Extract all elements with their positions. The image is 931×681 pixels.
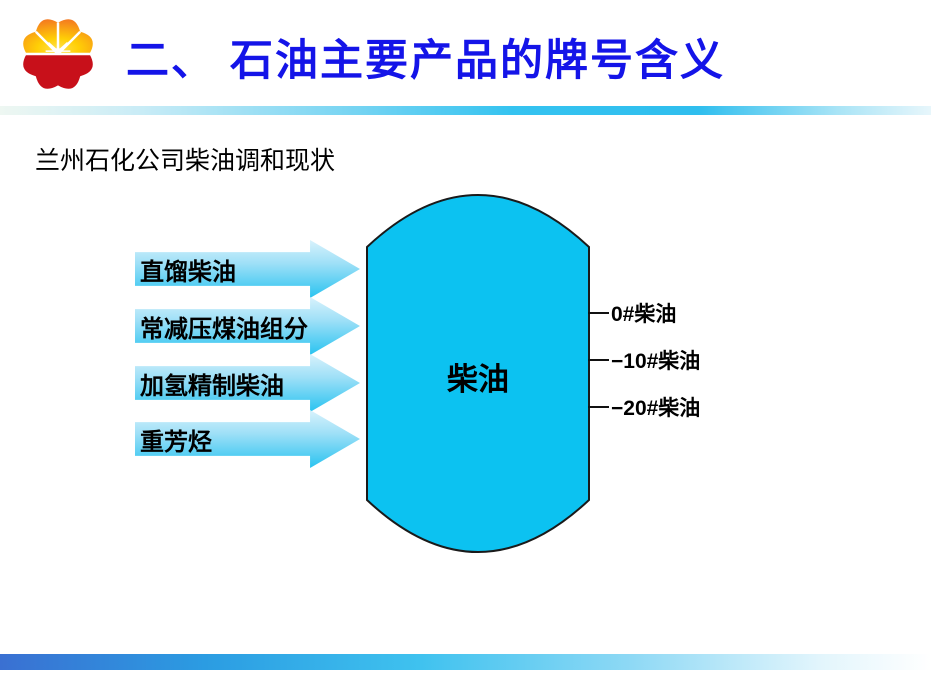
- header-divider-bar: [0, 106, 931, 115]
- output-label-minus10-diesel: −10#柴油: [611, 350, 701, 373]
- output-tick-line: [588, 406, 609, 408]
- tank-label: 柴油: [447, 362, 509, 397]
- input-arrow-kerosene-fraction: 常减压煤油组分: [135, 297, 360, 355]
- footer-divider-bar: [0, 654, 931, 670]
- output-tick-line: [588, 312, 609, 314]
- input-arrow-straight-run-diesel: 直馏柴油: [135, 240, 360, 298]
- output-label-minus20-diesel: −20#柴油: [611, 397, 701, 420]
- page-title: 二、 石油主要产品的牌号含义: [126, 37, 725, 85]
- petrochina-logo-icon: [23, 19, 93, 89]
- logo-starburst: [45, 38, 71, 55]
- input-arrow-hydrofined-diesel: 加氢精制柴油: [135, 354, 360, 412]
- logo-bottom-petals: [23, 54, 93, 89]
- input-arrow-label: 直馏柴油: [140, 258, 236, 286]
- subtitle: 兰州石化公司柴油调和现状: [35, 147, 336, 175]
- input-arrow-label: 加氢精制柴油: [140, 372, 284, 400]
- output-tick-line: [588, 359, 609, 361]
- input-arrow-heavy-aromatics: 重芳烃: [135, 410, 360, 468]
- output-label-0-diesel: 0#柴油: [611, 303, 677, 326]
- input-arrow-label: 重芳烃: [140, 428, 212, 456]
- input-arrow-label: 常减压煤油组分: [140, 315, 308, 343]
- diesel-tank-shape: [366, 194, 590, 553]
